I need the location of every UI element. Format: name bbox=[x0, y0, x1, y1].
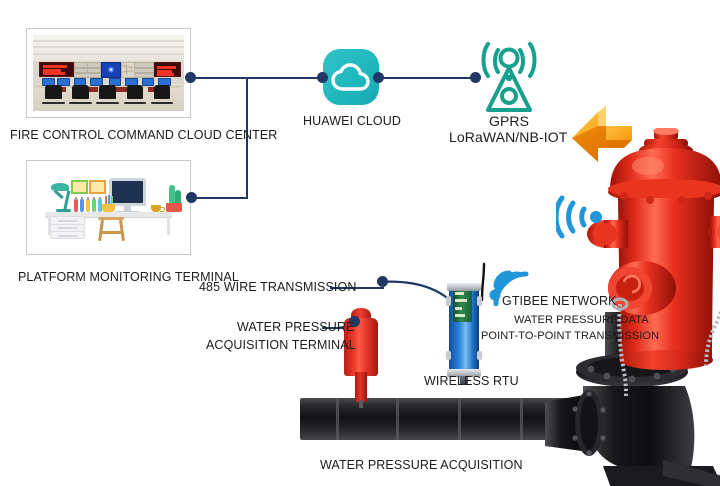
monitor-icon bbox=[108, 178, 147, 206]
orange-arrow-up-left-icon bbox=[572, 106, 632, 162]
command-center-label: FIRE CONTROL COMMAND CLOUD CENTER bbox=[10, 128, 278, 142]
fire-control-command-room-photo bbox=[26, 28, 191, 118]
node-tower-left bbox=[470, 72, 481, 83]
wire-acq-leader bbox=[322, 327, 354, 329]
wire-trunk-vertical bbox=[246, 77, 248, 199]
gprs-label-line2: LoRaWAN/NB-IOT bbox=[449, 129, 568, 145]
rtu-device-icon bbox=[446, 283, 482, 386]
node-cloud-right bbox=[373, 72, 384, 83]
zigbee-wifi-icon bbox=[489, 270, 529, 306]
pressure-sensor-icon bbox=[344, 308, 378, 408]
node-cloud-left bbox=[317, 72, 328, 83]
cloud-glyph bbox=[331, 63, 370, 91]
wireless-rtu-label: WIRELESS RTU bbox=[424, 374, 519, 388]
bottom-caption: WATER PRESSURE ACQUISITION bbox=[320, 458, 523, 472]
coffee-mug-icon bbox=[150, 205, 165, 213]
radio-tower-icon bbox=[481, 42, 537, 112]
wire-cloud-to-tower bbox=[378, 77, 476, 79]
node-platform-terminal bbox=[186, 192, 197, 203]
wire-485-label: 485 WIRE TRANSMISSION bbox=[199, 280, 357, 294]
node-command-center bbox=[185, 72, 196, 83]
zigbee-label-line1: GTIBEE NETWORK bbox=[502, 294, 617, 308]
wire-485-leader bbox=[330, 287, 384, 289]
hydrant-wifi-icon bbox=[556, 195, 602, 239]
command-center-main-screen bbox=[100, 61, 122, 79]
zigbee-label-line3: POINT-TO-POINT TRANSMISSION bbox=[481, 330, 660, 342]
gprs-label-line1: GPRS bbox=[489, 113, 530, 129]
acq-terminal-label-line2: ACQUISITION TERMINAL bbox=[206, 338, 356, 352]
zigbee-label-line2: WATER PRESSURE DATA bbox=[514, 314, 649, 326]
cable-rtu-antenna bbox=[480, 262, 486, 302]
desk-workstation-illustration bbox=[26, 160, 191, 255]
platform-terminal-label: PLATFORM MONITORING TERMINAL bbox=[18, 270, 239, 284]
huawei-cloud-label: HUAWEI CLOUD bbox=[303, 114, 401, 128]
huawei-cloud-icon bbox=[323, 49, 379, 105]
node-485-endpoint bbox=[377, 276, 388, 287]
led-display-right bbox=[153, 62, 182, 78]
led-display-left bbox=[39, 62, 75, 78]
wire-trunk-to-cloud bbox=[246, 77, 324, 79]
node-acq-terminal bbox=[349, 316, 360, 327]
fire-hydrant-icon bbox=[587, 128, 720, 397]
acq-terminal-label-line1: WATER PRESSURE bbox=[237, 320, 355, 334]
